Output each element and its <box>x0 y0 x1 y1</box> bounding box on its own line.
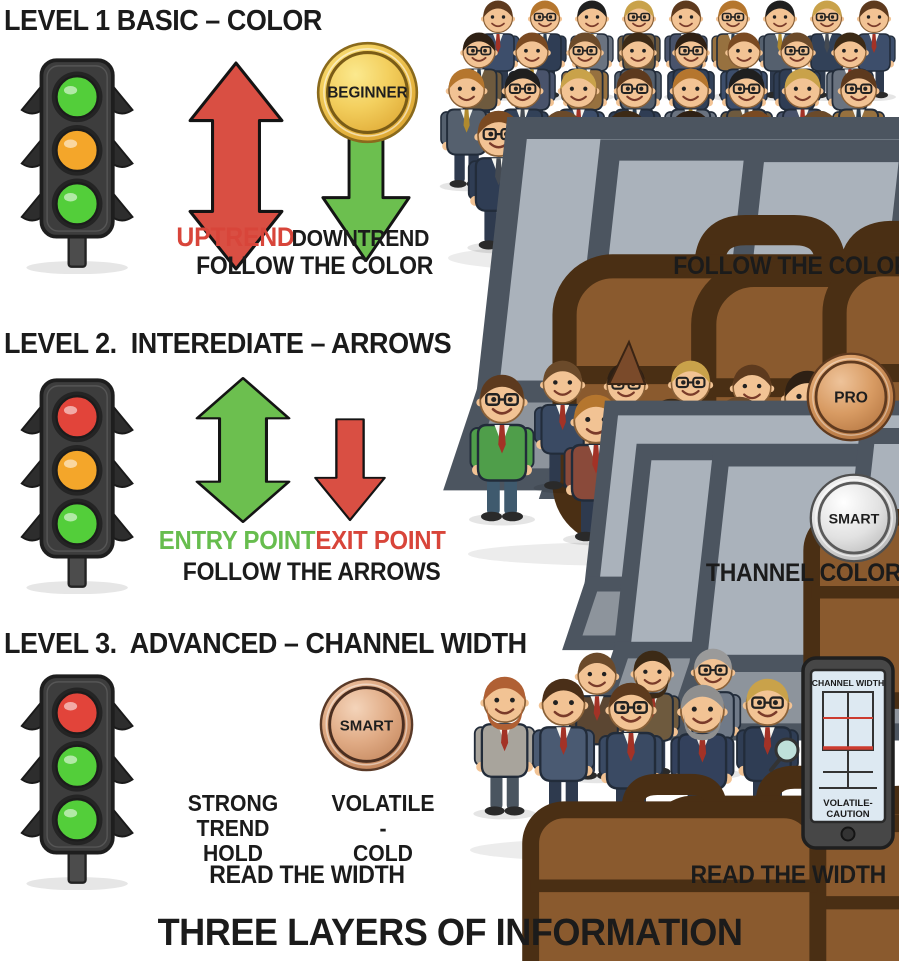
level1-crowd-caption: FOLLOW THE COLOR <box>673 252 899 280</box>
level3-caption: READ THE WIDTH <box>209 861 405 889</box>
level2-title: LEVEL 2. INTEREDIATE – ARROWS <box>4 328 452 360</box>
beginner-badge-label: BEGINNER <box>327 85 407 102</box>
magnifier-icon <box>769 737 800 772</box>
strong-trend-label: STRONG TREND HOLD <box>155 791 311 865</box>
volatile-line2: COLD <box>353 839 413 866</box>
smart-badge-silver-label: SMART <box>829 512 880 528</box>
crowd-illustration-level3 <box>470 647 899 961</box>
smart-badge-silver: SMART <box>809 473 899 563</box>
crowd-illustration-level1 <box>438 0 899 553</box>
level2-caption: FOLLOW THE ARROWS <box>182 558 441 586</box>
person-figure <box>472 675 538 821</box>
strong-trend-line1: STRONG TREND <box>187 790 279 841</box>
traffic-light-level2 <box>19 378 135 594</box>
level2-crowd-caption: THANNEL COLOR <box>705 559 899 587</box>
downtrend-label: DOWNTREND <box>291 225 430 251</box>
phone-warning-line2: CAUTION <box>826 809 869 820</box>
phone-illustration: CHANNEL WIDTH VOLATILE- CAUTION <box>801 656 895 850</box>
level3-crowd-caption: READ THE WIDTH <box>690 861 886 889</box>
pro-badge: PRO <box>806 352 896 442</box>
uptrend-label: UPTREND <box>176 222 295 252</box>
crowd-illustration-level2 <box>467 339 899 734</box>
phone-screen-title: CHANNEL WIDTH <box>812 678 884 688</box>
traffic-light-level1 <box>19 58 135 274</box>
wizard-hat-icon <box>607 339 647 385</box>
phone-channel-chart <box>819 691 877 789</box>
beginner-badge: BEGINNER <box>316 41 419 144</box>
strong-trend-line2: HOLD <box>203 839 263 866</box>
level1-caption: FOLLOW THE COLOR <box>196 252 434 280</box>
level1-title: LEVEL 1 BASIC – COLOR <box>4 5 322 37</box>
phone-warning-line1: VOLATILE- <box>823 798 872 809</box>
exit-point-label: EXIT POINT <box>315 525 446 555</box>
crowd2-props <box>571 339 899 734</box>
page-title: THREE LAYERS OF INFORMATION <box>157 912 743 954</box>
exit-arrow-icon <box>314 418 386 522</box>
smart-badge-bronze: SMART <box>319 677 414 772</box>
volatile-label: VOLATILE - COLD <box>327 791 439 865</box>
traffic-light-level3 <box>19 674 135 890</box>
pro-badge-label: PRO <box>834 390 868 407</box>
volatile-line1: VOLATILE - <box>331 790 435 841</box>
uptrend-double-arrow-icon <box>188 61 284 271</box>
smart-badge-bronze-label: SMART <box>340 717 394 734</box>
person-figure <box>467 373 537 527</box>
level3-title: LEVEL 3. ADVANCED – CHANNEL WIDTH <box>4 628 527 660</box>
entry-double-arrow-icon <box>195 377 291 523</box>
crowd3-props <box>529 737 899 961</box>
entry-point-label: ENTRY POINT <box>158 525 316 555</box>
